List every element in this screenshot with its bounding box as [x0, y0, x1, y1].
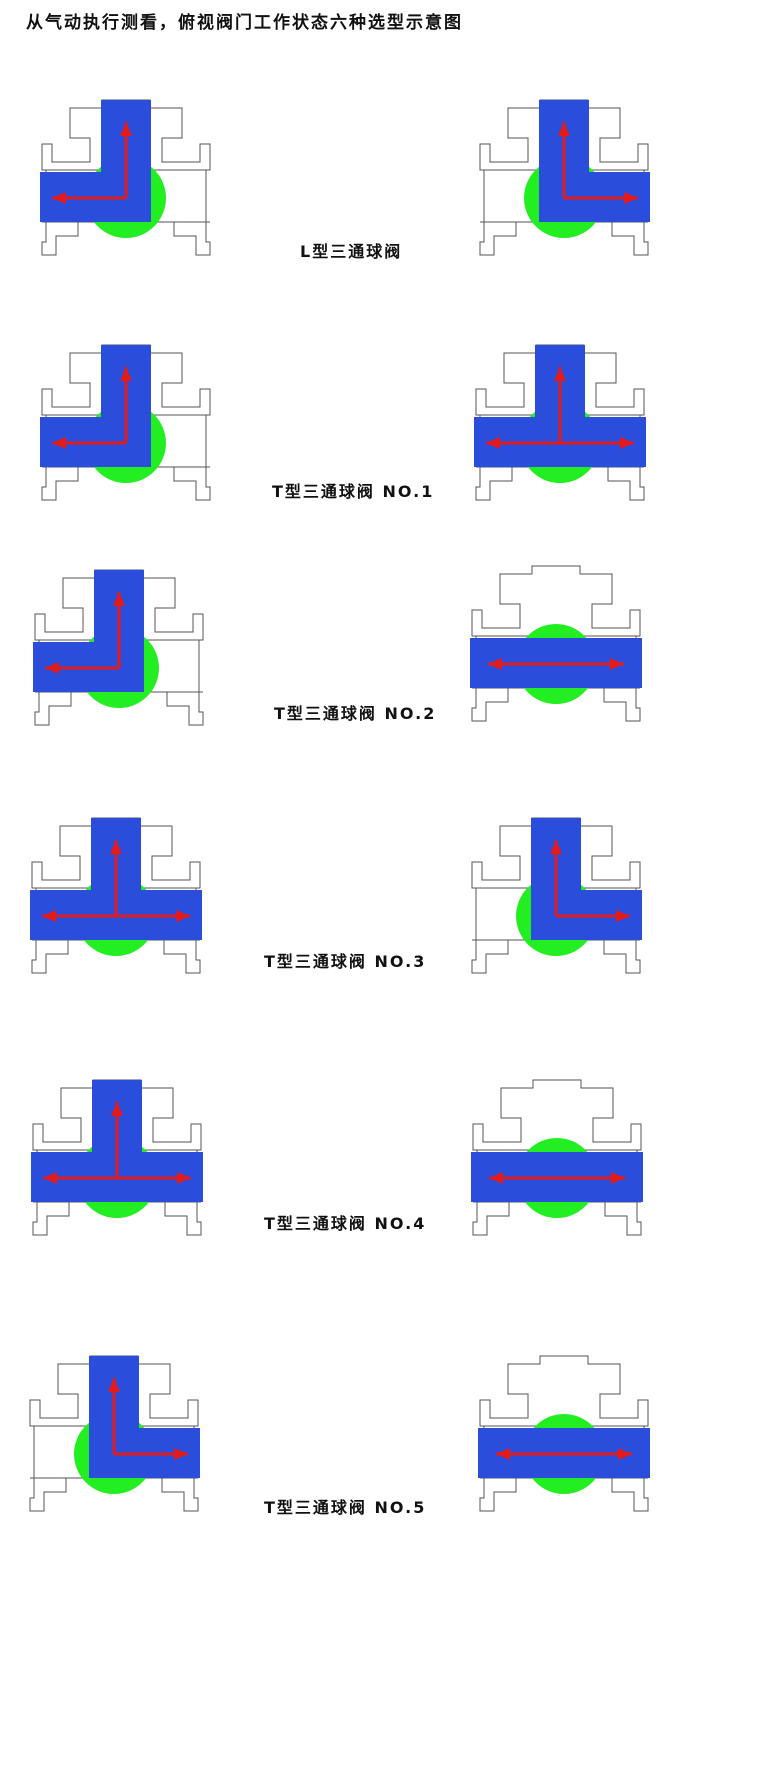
- flow-arrow-up-head: [113, 592, 125, 606]
- flow-arrow-right-head: [177, 1172, 191, 1184]
- flow-arrow-left-head: [43, 1172, 57, 1184]
- valve-diagram: [479, 99, 650, 256]
- flow-arrow-horizontal-head: [488, 658, 502, 670]
- flow-arrow-left-head: [45, 662, 59, 674]
- flow-arrow-horizontal-head: [496, 1448, 510, 1460]
- valve-caption: T型三通球阀 NO.1: [272, 482, 435, 501]
- valve-diagram: [40, 99, 211, 256]
- valve-diagram: [478, 1355, 650, 1512]
- flow-arrow-left-head: [42, 910, 56, 922]
- valve-diagram: [471, 817, 642, 974]
- flow-arrow-left-head: [52, 192, 66, 204]
- flow-arrow-up-head: [558, 122, 570, 136]
- flow-arrow-right-head: [174, 1448, 188, 1460]
- flow-arrow-horizontal-head: [610, 658, 624, 670]
- valve-caption: T型三通球阀 NO.3: [264, 952, 427, 971]
- flow-arrow-left-head: [486, 437, 500, 449]
- flow-arrow-up-head: [554, 367, 566, 381]
- flow-arrow-up-head: [120, 122, 132, 136]
- flow-arrow-right-head: [620, 437, 634, 449]
- flow-arrow-right-head: [624, 192, 638, 204]
- valve-diagram: [31, 1079, 203, 1236]
- flow-arrow-up-head: [108, 1378, 120, 1392]
- flow-arrow-up-head: [111, 1102, 123, 1116]
- valve-diagram: [470, 565, 642, 722]
- flow-arrow-horizontal-head: [489, 1172, 503, 1184]
- flow-arrow-horizontal-head: [611, 1172, 625, 1184]
- valve-caption: T型三通球阀 NO.4: [264, 1214, 427, 1233]
- valve-diagram: [29, 1355, 200, 1512]
- page-title: 从气动执行测看，俯视阀门工作状态六种选型示意图: [26, 13, 463, 33]
- valve-diagram: [474, 344, 646, 501]
- flow-arrow-up-head: [550, 840, 562, 854]
- flow-arrow-up-head: [110, 840, 122, 854]
- flow-arrow-left-head: [52, 437, 66, 449]
- valve-caption: L型三通球阀: [300, 242, 403, 261]
- valve-diagram: [40, 344, 211, 501]
- flow-arrow-right-head: [616, 910, 630, 922]
- valve-caption: T型三通球阀 NO.2: [274, 704, 437, 723]
- valve-diagram: [30, 817, 202, 974]
- flow-arrow-up-head: [120, 367, 132, 381]
- valve-diagram: [33, 569, 204, 726]
- valve-diagram: [471, 1079, 643, 1236]
- flow-arrow-right-head: [176, 910, 190, 922]
- valve-caption: T型三通球阀 NO.5: [264, 1498, 427, 1517]
- flow-arrow-horizontal-head: [618, 1448, 632, 1460]
